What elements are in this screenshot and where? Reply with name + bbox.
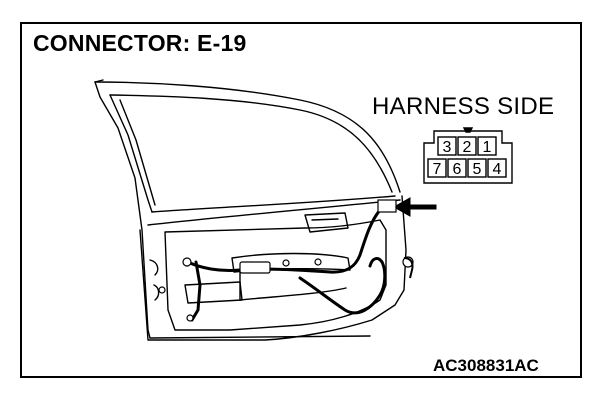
pin-label: 2 — [463, 139, 472, 156]
connector-title: CONNECTOR: E-19 — [33, 30, 247, 56]
pin-label: 3 — [443, 139, 452, 156]
arrow-icon — [392, 197, 437, 217]
pin-label: 4 — [493, 161, 502, 178]
diagram-frame — [20, 22, 582, 378]
pin-label: 7 — [433, 161, 442, 178]
harness-side-label: HARNESS SIDE — [372, 93, 555, 120]
pin-label: 5 — [473, 161, 482, 178]
figure-code: AC308831AC — [433, 356, 539, 375]
connector-face-icon: 3 2 1 7 6 5 4 — [423, 127, 513, 184]
pin-label: 6 — [453, 161, 462, 178]
pin-label: 1 — [483, 139, 492, 156]
